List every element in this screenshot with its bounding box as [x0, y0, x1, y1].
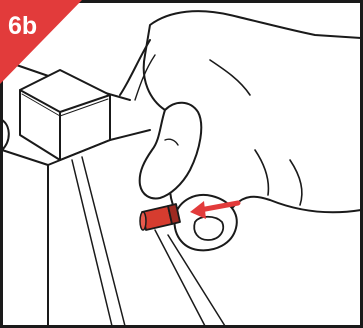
step-label: 6b [8, 12, 37, 40]
thumbnail [194, 217, 223, 240]
